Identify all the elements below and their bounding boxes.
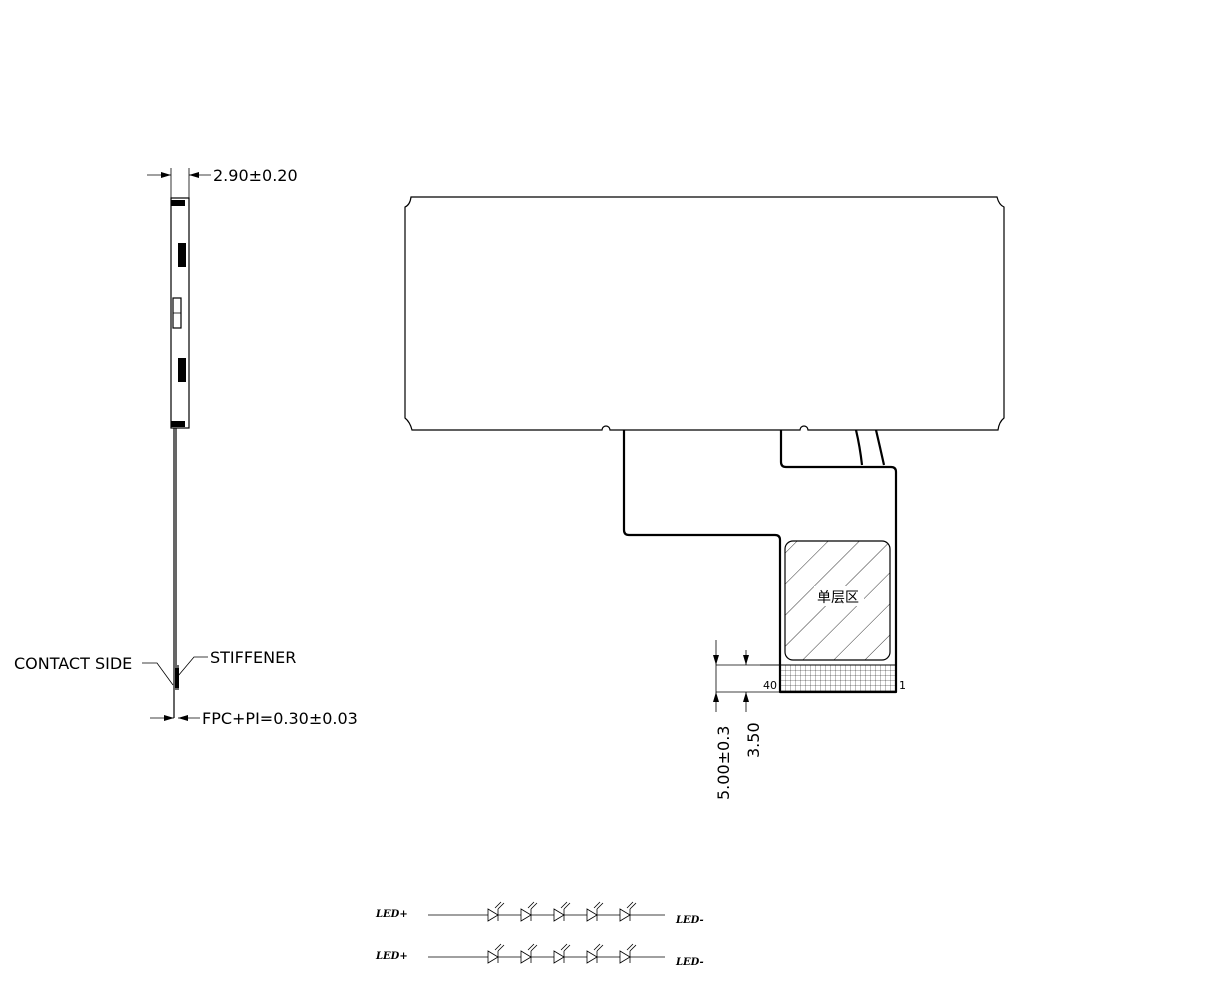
led-diode-icon: [520, 901, 538, 922]
dim-inner-label: 3.50: [744, 722, 763, 758]
fpc-tail-side: [173, 428, 179, 718]
led-tail-1: [854, 429, 864, 466]
stiffener-callout: STIFFENER: [177, 648, 296, 677]
led-circuit: LED+ LED- LED+ LED-: [375, 901, 704, 968]
led-tail-2: [874, 429, 886, 466]
contact-side-label: CONTACT SIDE: [14, 654, 132, 673]
thickness-dimension: 2.90±0.20: [147, 166, 298, 200]
led-diode-icon: [586, 901, 604, 922]
fpc-thickness-label: FPC+PI=0.30±0.03: [202, 709, 358, 728]
pin-first-label: 40: [763, 679, 777, 692]
front-view: 单层区 40 1 5.00±0.3 3.50: [404, 196, 1005, 800]
stiffener-label: STIFFENER: [210, 648, 296, 667]
led-diode-icon: [619, 901, 637, 922]
led-string-row: LED+ LED-: [375, 901, 704, 926]
fpc-thickness-dimension: FPC+PI=0.30±0.03: [150, 709, 358, 728]
led-diode-icon: [487, 943, 505, 964]
led-diode-icon: [619, 943, 637, 964]
thickness-dim-label: 2.90±0.20: [213, 166, 298, 185]
led-diode-icon: [553, 943, 571, 964]
single-layer-label: 单层区: [817, 590, 859, 606]
module-side-body: [170, 197, 190, 429]
led-diode-icon: [553, 901, 571, 922]
led-anode-label: LED+: [375, 951, 408, 962]
led-anode-label: LED+: [375, 909, 408, 920]
single-layer-area: 单层区: [784, 540, 891, 661]
pin-dimensions: 5.00±0.3 3.50: [713, 640, 780, 800]
led-string-row: LED+ LED-: [375, 943, 704, 968]
led-diode-icon: [487, 901, 505, 922]
led-diode-icon: [586, 943, 604, 964]
led-cathode-label: LED-: [675, 957, 704, 968]
contact-side-callout: CONTACT SIDE: [14, 654, 174, 686]
pin-last-label: 1: [899, 679, 906, 692]
panel-outline: [404, 196, 1005, 431]
led-diode-icon: [520, 943, 538, 964]
dim-outer-label: 5.00±0.3: [714, 726, 733, 800]
led-cathode-label: LED-: [675, 915, 704, 926]
connector-pins: 40 1: [760, 664, 906, 693]
side-view: 2.90±0.20 CONTACT SIDE ST: [14, 166, 358, 728]
